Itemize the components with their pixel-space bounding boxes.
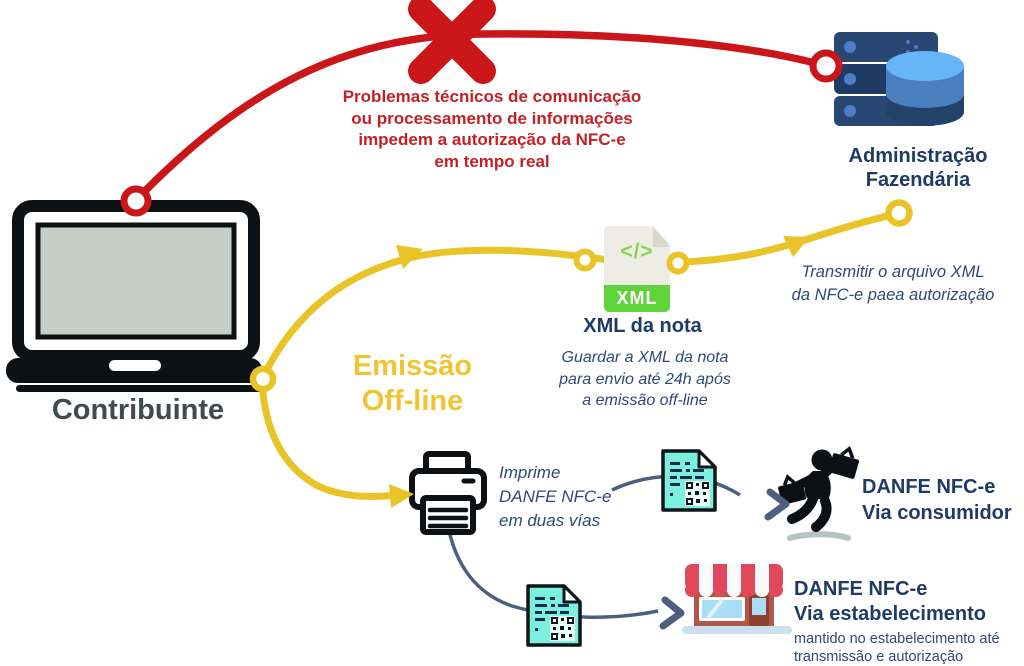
shopping-bag-left — [778, 474, 807, 505]
arrowhead-to-xml — [396, 245, 423, 269]
admin-label: Administração Fazendária — [828, 144, 1008, 192]
error-x-icon — [408, 0, 496, 84]
chevron-to-store — [659, 596, 685, 630]
print-note: Imprime DANFE NFC-e em duas vías — [499, 461, 659, 533]
error-line-3-prefix: impedem a — [358, 130, 452, 149]
admin-line-1: Administração — [848, 145, 988, 167]
consumer-subtitle: Via consumidor — [862, 502, 1012, 524]
red-ring-laptop — [120, 185, 152, 217]
code-icon: </> — [620, 240, 654, 263]
print-note-line-3: em duas vías — [499, 511, 601, 530]
emissao-line-2: Off-line — [361, 385, 464, 417]
establishment-note-line-1: mantido no estabelecimento até — [794, 631, 1000, 647]
transmit-line-1: Transmitir o arquivo XML — [801, 263, 985, 281]
arrowhead-to-printer — [389, 484, 414, 508]
danfe-receipt-consumer — [661, 449, 717, 512]
error-note: Problemas técnicos de comunicação ou pro… — [322, 86, 662, 172]
print-note-line-2: DANFE NFC-e — [499, 487, 612, 506]
red-ring-server — [809, 49, 843, 83]
danfe-receipt-store — [526, 584, 582, 647]
yellow-ring-xml-left — [573, 248, 597, 272]
establishment-note-line-2: transmissão e autorização — [794, 649, 964, 665]
error-line-3-emphasis: autorização da NFC-e — [451, 130, 626, 149]
xml-title: XML da nota — [583, 315, 702, 337]
red-failure-line — [133, 30, 828, 203]
establishment-note: mantido no estabelecimento até transmiss… — [794, 630, 1024, 666]
transmit-note: Transmitir o arquivo XML da NFC-e paea a… — [783, 261, 1003, 307]
error-line-2: ou processamento de informações — [351, 108, 633, 128]
contribuinte-label: Contribuinte — [51, 394, 225, 426]
xml-badge: XML — [604, 285, 670, 312]
consumer-label: DANFE NFC-e Via consumidor — [862, 474, 1024, 526]
navy-line-printer-to-store — [446, 525, 659, 619]
transmit-line-2: da NFC-e paea autorização — [791, 286, 995, 304]
xml-note: Guardar a XML da nota para envio até 24h… — [550, 347, 740, 412]
shadow-swoosh — [787, 531, 851, 541]
error-line-3: impedem a autorização da NFC-e — [322, 129, 662, 151]
xml-note-line-1: Guardar a XML da nota — [561, 349, 729, 366]
store-awning — [685, 564, 783, 597]
xml-note-line-3: a emissão off-line — [582, 392, 708, 409]
xml-note-line-2: para envio até 24h após — [559, 370, 731, 388]
admin-line-2: Fazendária — [865, 169, 971, 191]
chevron-to-consumer — [764, 488, 790, 521]
server-database-icon — [834, 32, 964, 126]
consumer-title: DANFE NFC-e — [862, 476, 996, 498]
xml-file-icon: </> XML — [604, 226, 670, 312]
error-line-4: em tempo real — [434, 151, 550, 171]
yellow-line-laptop-to-printer — [258, 381, 397, 500]
yellow-ring-xml-right — [666, 251, 690, 275]
error-line-1: Problemas técnicos de comunicação — [342, 87, 642, 106]
yellow-ring-server — [885, 199, 913, 227]
establishment-subtitle: Via estabelecimento — [794, 603, 986, 625]
laptop-icon — [6, 200, 268, 392]
print-note-line-1: Imprime — [499, 463, 561, 482]
shopping-bag-right — [828, 446, 859, 479]
arrowhead-to-server — [783, 236, 810, 257]
yellow-ring-laptop — [249, 365, 277, 393]
store-icon — [682, 564, 792, 634]
printer-icon — [409, 451, 487, 535]
establishment-title: DANFE NFC-e — [794, 578, 928, 600]
emissao-offline-label: Emissão Off-line — [330, 349, 495, 419]
consumer-shopper-icon — [778, 446, 859, 541]
emissao-line-1: Emissão — [352, 350, 473, 382]
establishment-label: DANFE NFC-e Via estabelecimento mantido … — [794, 577, 1024, 666]
